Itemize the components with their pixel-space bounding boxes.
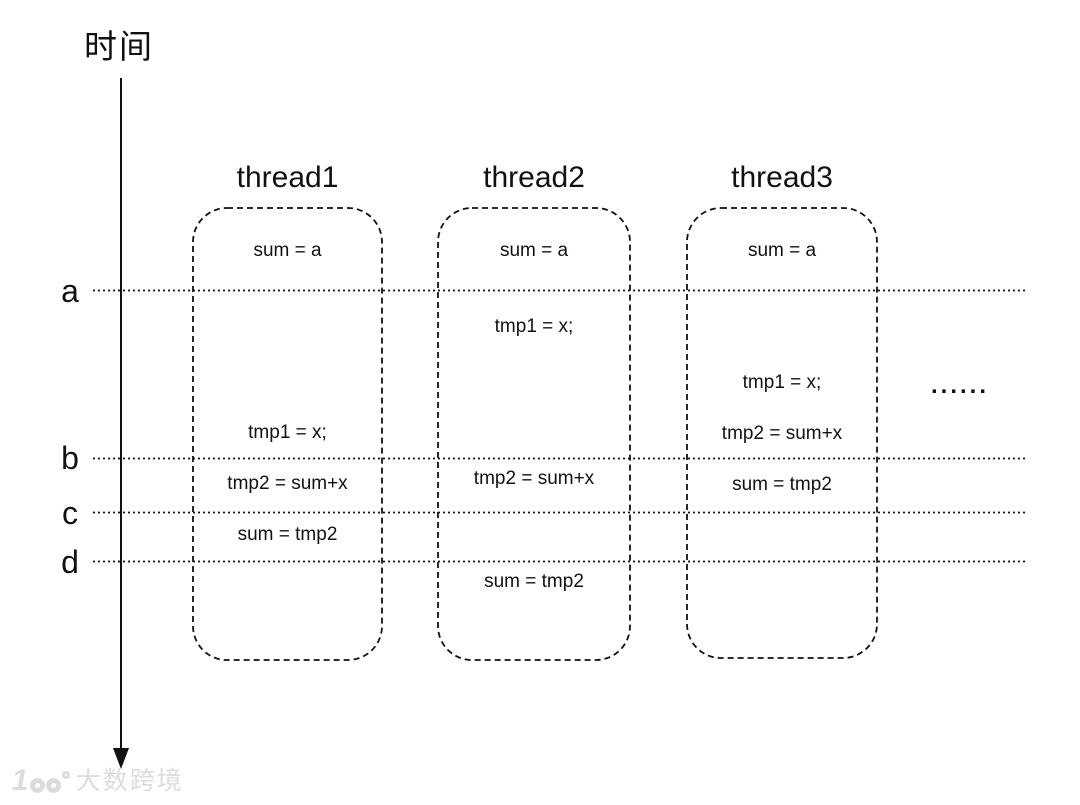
thread2-stmt-tmp1: tmp1 = x; <box>494 316 574 337</box>
thread2-title: thread2 <box>483 161 585 194</box>
thread1-stmt-tmp1: tmp1 = x; <box>248 422 327 443</box>
thread3-box <box>686 207 878 659</box>
watermark-logo-digit: 1 <box>9 764 32 797</box>
thread3-title: thread3 <box>731 161 833 194</box>
watermark-logo-icon: 1 <box>9 764 70 797</box>
thread3-stmt-sum-tmp2: sum = tmp2 <box>732 474 832 495</box>
watermark-logo-ring-icon <box>45 778 61 793</box>
watermark-brand-text: 大数跨境 <box>75 767 184 795</box>
thread2-stmt-sum-tmp2: sum = tmp2 <box>484 571 584 592</box>
thread2-stmt-sum-a: sum = a <box>499 240 569 261</box>
watermark: 1 大数跨境 <box>9 764 184 797</box>
thread3-stmt-sum-a: sum = a <box>747 240 817 261</box>
thread1-stmt-sum-a: sum = a <box>253 240 322 261</box>
thread2-stmt-tmp2: tmp2 = sum+x <box>473 468 595 489</box>
watermark-logo-small-ring-icon <box>61 771 70 779</box>
time-axis-title: 时间 <box>84 28 154 65</box>
thread1-box <box>192 207 383 661</box>
thread1-stmt-sum-tmp2: sum = tmp2 <box>237 524 338 545</box>
thread3-stmt-tmp2: tmp2 = sum+x <box>721 423 843 444</box>
timeline-label-a: a <box>61 273 79 309</box>
more-threads-ellipsis: ...... <box>930 372 989 399</box>
timeline-label-b: b <box>61 440 79 476</box>
thread1-title: thread1 <box>236 161 339 194</box>
watermark-logo-ring-icon <box>29 778 45 793</box>
thread1-stmt-tmp2: tmp2 = sum+x <box>227 473 348 494</box>
timeline-label-d: d <box>61 544 79 580</box>
thread3-stmt-tmp1: tmp1 = x; <box>742 372 822 393</box>
thread2-box <box>437 207 631 661</box>
timeline-label-c: c <box>62 495 78 531</box>
time-axis-arrowhead-icon <box>113 748 129 769</box>
